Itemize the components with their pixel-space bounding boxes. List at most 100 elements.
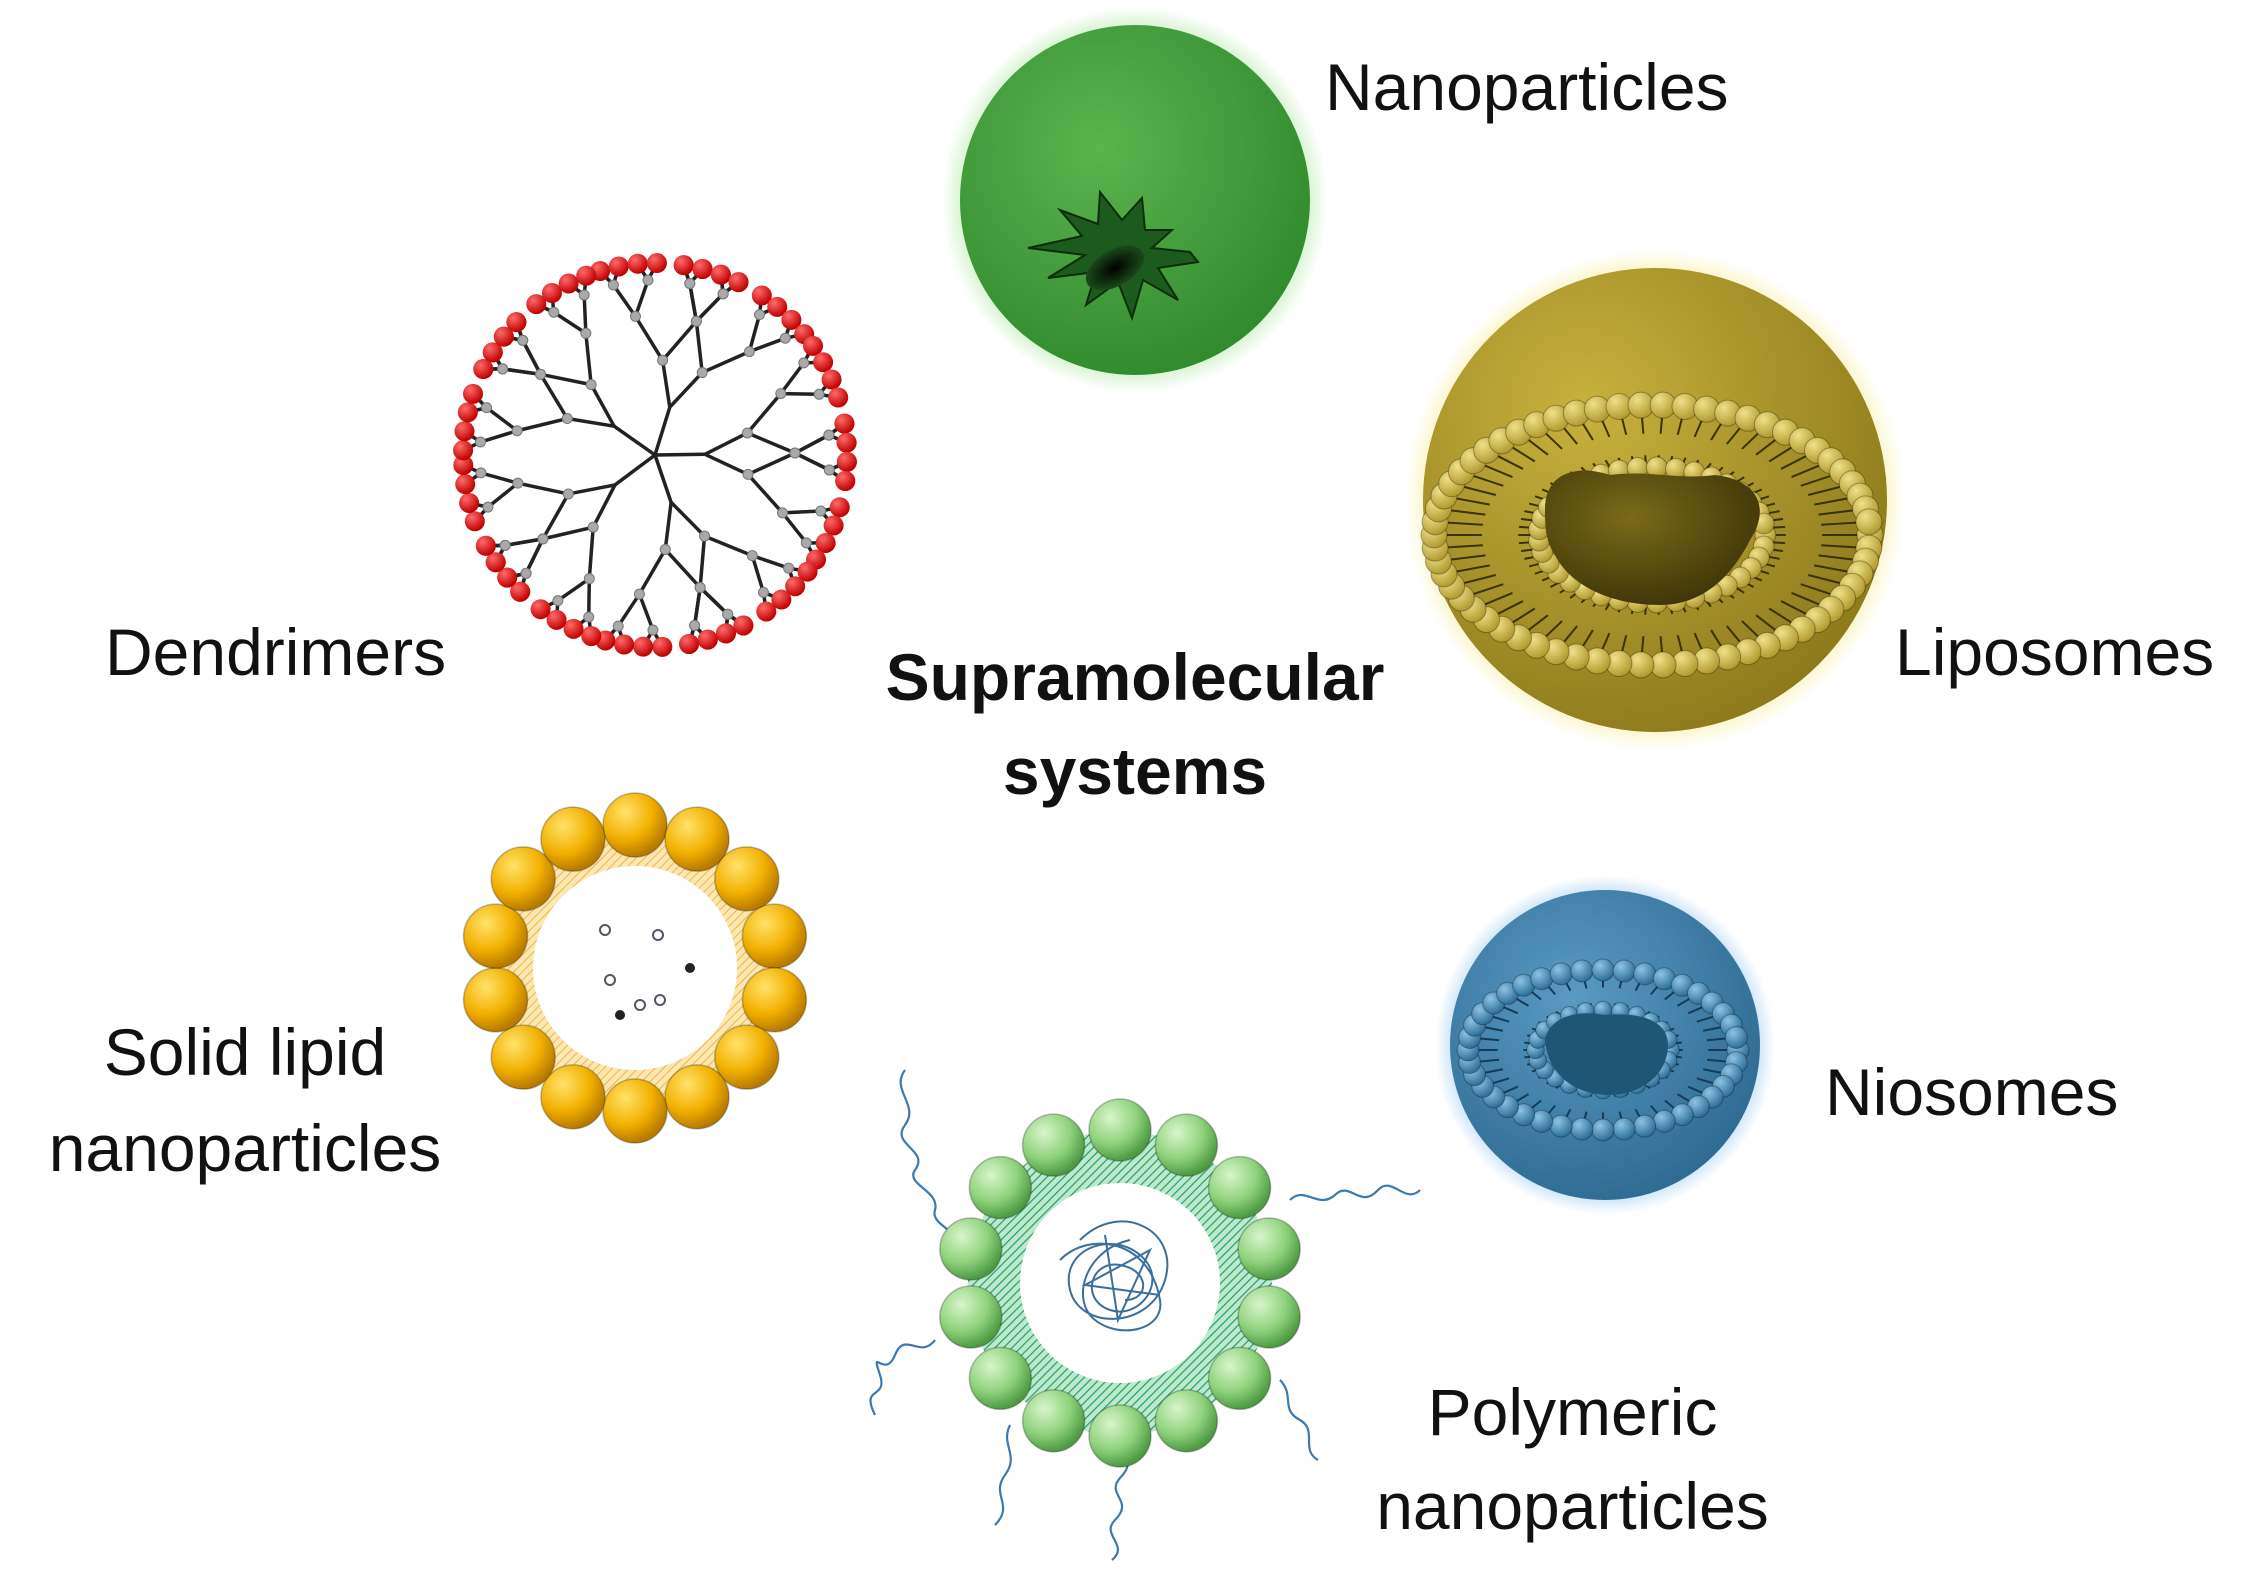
branch-node	[518, 335, 528, 345]
polymer-shell-bead	[1238, 1286, 1300, 1348]
polymer-shell-bead	[940, 1218, 1002, 1280]
branch-node	[483, 502, 493, 512]
branch-node	[476, 468, 486, 478]
polymer-shell-bead	[1209, 1347, 1271, 1409]
lipid-head	[1550, 1115, 1572, 1137]
branch-node	[742, 428, 752, 438]
polymer-shell-bead	[1209, 1157, 1271, 1219]
terminal-group	[633, 637, 653, 657]
polymer-shell-bead	[1089, 1405, 1151, 1467]
terminal-group	[822, 369, 842, 389]
label-niosomes: Niosomes	[1825, 1055, 2118, 1131]
terminal-group	[733, 615, 753, 635]
branch-node	[613, 621, 623, 631]
terminal-group	[813, 352, 833, 372]
branch-node	[723, 609, 733, 619]
label-sln-line2: nanoparticles	[10, 1111, 480, 1187]
branch-node	[790, 448, 800, 458]
branch-node	[691, 316, 701, 326]
terminal-group	[693, 259, 713, 279]
nanoparticle-illustration	[942, 7, 1328, 393]
lipid-bead	[491, 1025, 555, 1089]
terminal-group	[679, 634, 699, 654]
dendrimer-illustration	[453, 253, 857, 657]
lipid-head	[1634, 963, 1656, 985]
polymer-shell-bead	[1023, 1390, 1085, 1452]
lipid-head	[1571, 1118, 1593, 1140]
terminal-group	[455, 474, 475, 494]
terminal-group	[698, 630, 718, 650]
branch-node	[814, 389, 824, 399]
lipid-head	[1634, 1115, 1656, 1137]
terminal-group	[647, 253, 667, 273]
terminal-group	[531, 599, 551, 619]
lipid-bead	[742, 904, 806, 968]
lipid-bead	[742, 968, 806, 1032]
polymer-shell-bead	[1155, 1114, 1217, 1176]
terminal-group	[465, 511, 485, 531]
niosome-illustration	[1435, 875, 1775, 1215]
center-title: Supramolecular systems	[855, 640, 1415, 810]
branch-node	[658, 355, 668, 365]
polymer-shell-bead	[969, 1347, 1031, 1409]
polymer-shell-bead	[1238, 1218, 1300, 1280]
terminal-group	[559, 274, 579, 294]
terminal-group	[576, 266, 596, 286]
polymer-shell-bead	[969, 1157, 1031, 1219]
label-dendrimers: Dendrimers	[105, 615, 446, 691]
branch-node	[758, 587, 768, 597]
label-polymeric-line2: nanoparticles	[1335, 1469, 1810, 1545]
terminal-group	[459, 493, 479, 513]
label-nanoparticles: Nanoparticles	[1325, 50, 1729, 126]
branch-node	[562, 414, 572, 424]
branch-node	[660, 544, 670, 554]
terminal-group	[837, 452, 857, 472]
lipid-bead	[603, 1079, 667, 1143]
branch-node	[536, 369, 546, 379]
lipid-head	[1571, 960, 1593, 982]
label-polymeric-line1: Polymeric	[1335, 1375, 1810, 1451]
lipid-head	[1613, 960, 1635, 982]
branch-node	[500, 540, 510, 550]
lipid-head	[1653, 1110, 1675, 1132]
branch-node	[685, 278, 695, 288]
lipid-head	[1531, 968, 1553, 990]
label-polymeric-nanoparticles: Polymeric nanoparticles	[1335, 1375, 1810, 1545]
lipid-bead	[541, 807, 605, 871]
terminal-group	[476, 536, 496, 556]
branch-node	[475, 437, 485, 447]
branch-node	[700, 531, 710, 541]
terminal-group	[614, 634, 634, 654]
polymer-shell-bead	[1089, 1099, 1151, 1161]
branch-node	[801, 538, 811, 548]
branch-node	[584, 612, 594, 622]
branch-node	[816, 506, 826, 516]
lipid-head	[1856, 509, 1882, 535]
terminal-group	[711, 265, 731, 285]
branch-node	[498, 364, 508, 374]
branch-node	[824, 430, 834, 440]
center-title-line2: systems	[855, 734, 1415, 810]
branch-node	[695, 583, 705, 593]
branch-node	[799, 358, 809, 368]
liposome-illustration	[1405, 250, 1905, 750]
branch-node	[630, 311, 640, 321]
lipid-head	[1725, 1026, 1747, 1048]
terminal-group	[609, 256, 629, 276]
branch-node	[513, 478, 523, 488]
branch-node	[690, 620, 700, 630]
branch-node	[553, 596, 563, 606]
lipid-head	[1592, 1119, 1614, 1141]
branch-node	[784, 563, 794, 573]
solid-lipid-nanoparticle-illustration	[464, 793, 807, 1143]
terminal-group	[463, 384, 483, 404]
terminal-group	[628, 254, 648, 274]
branch-node	[780, 333, 790, 343]
branch-node	[581, 328, 591, 338]
terminal-group	[453, 440, 473, 460]
branch-node	[512, 426, 522, 436]
polymer-shell-bead	[940, 1286, 1002, 1348]
branch-node	[744, 347, 754, 357]
branch-node	[549, 307, 559, 317]
lipid-bead	[464, 904, 528, 968]
